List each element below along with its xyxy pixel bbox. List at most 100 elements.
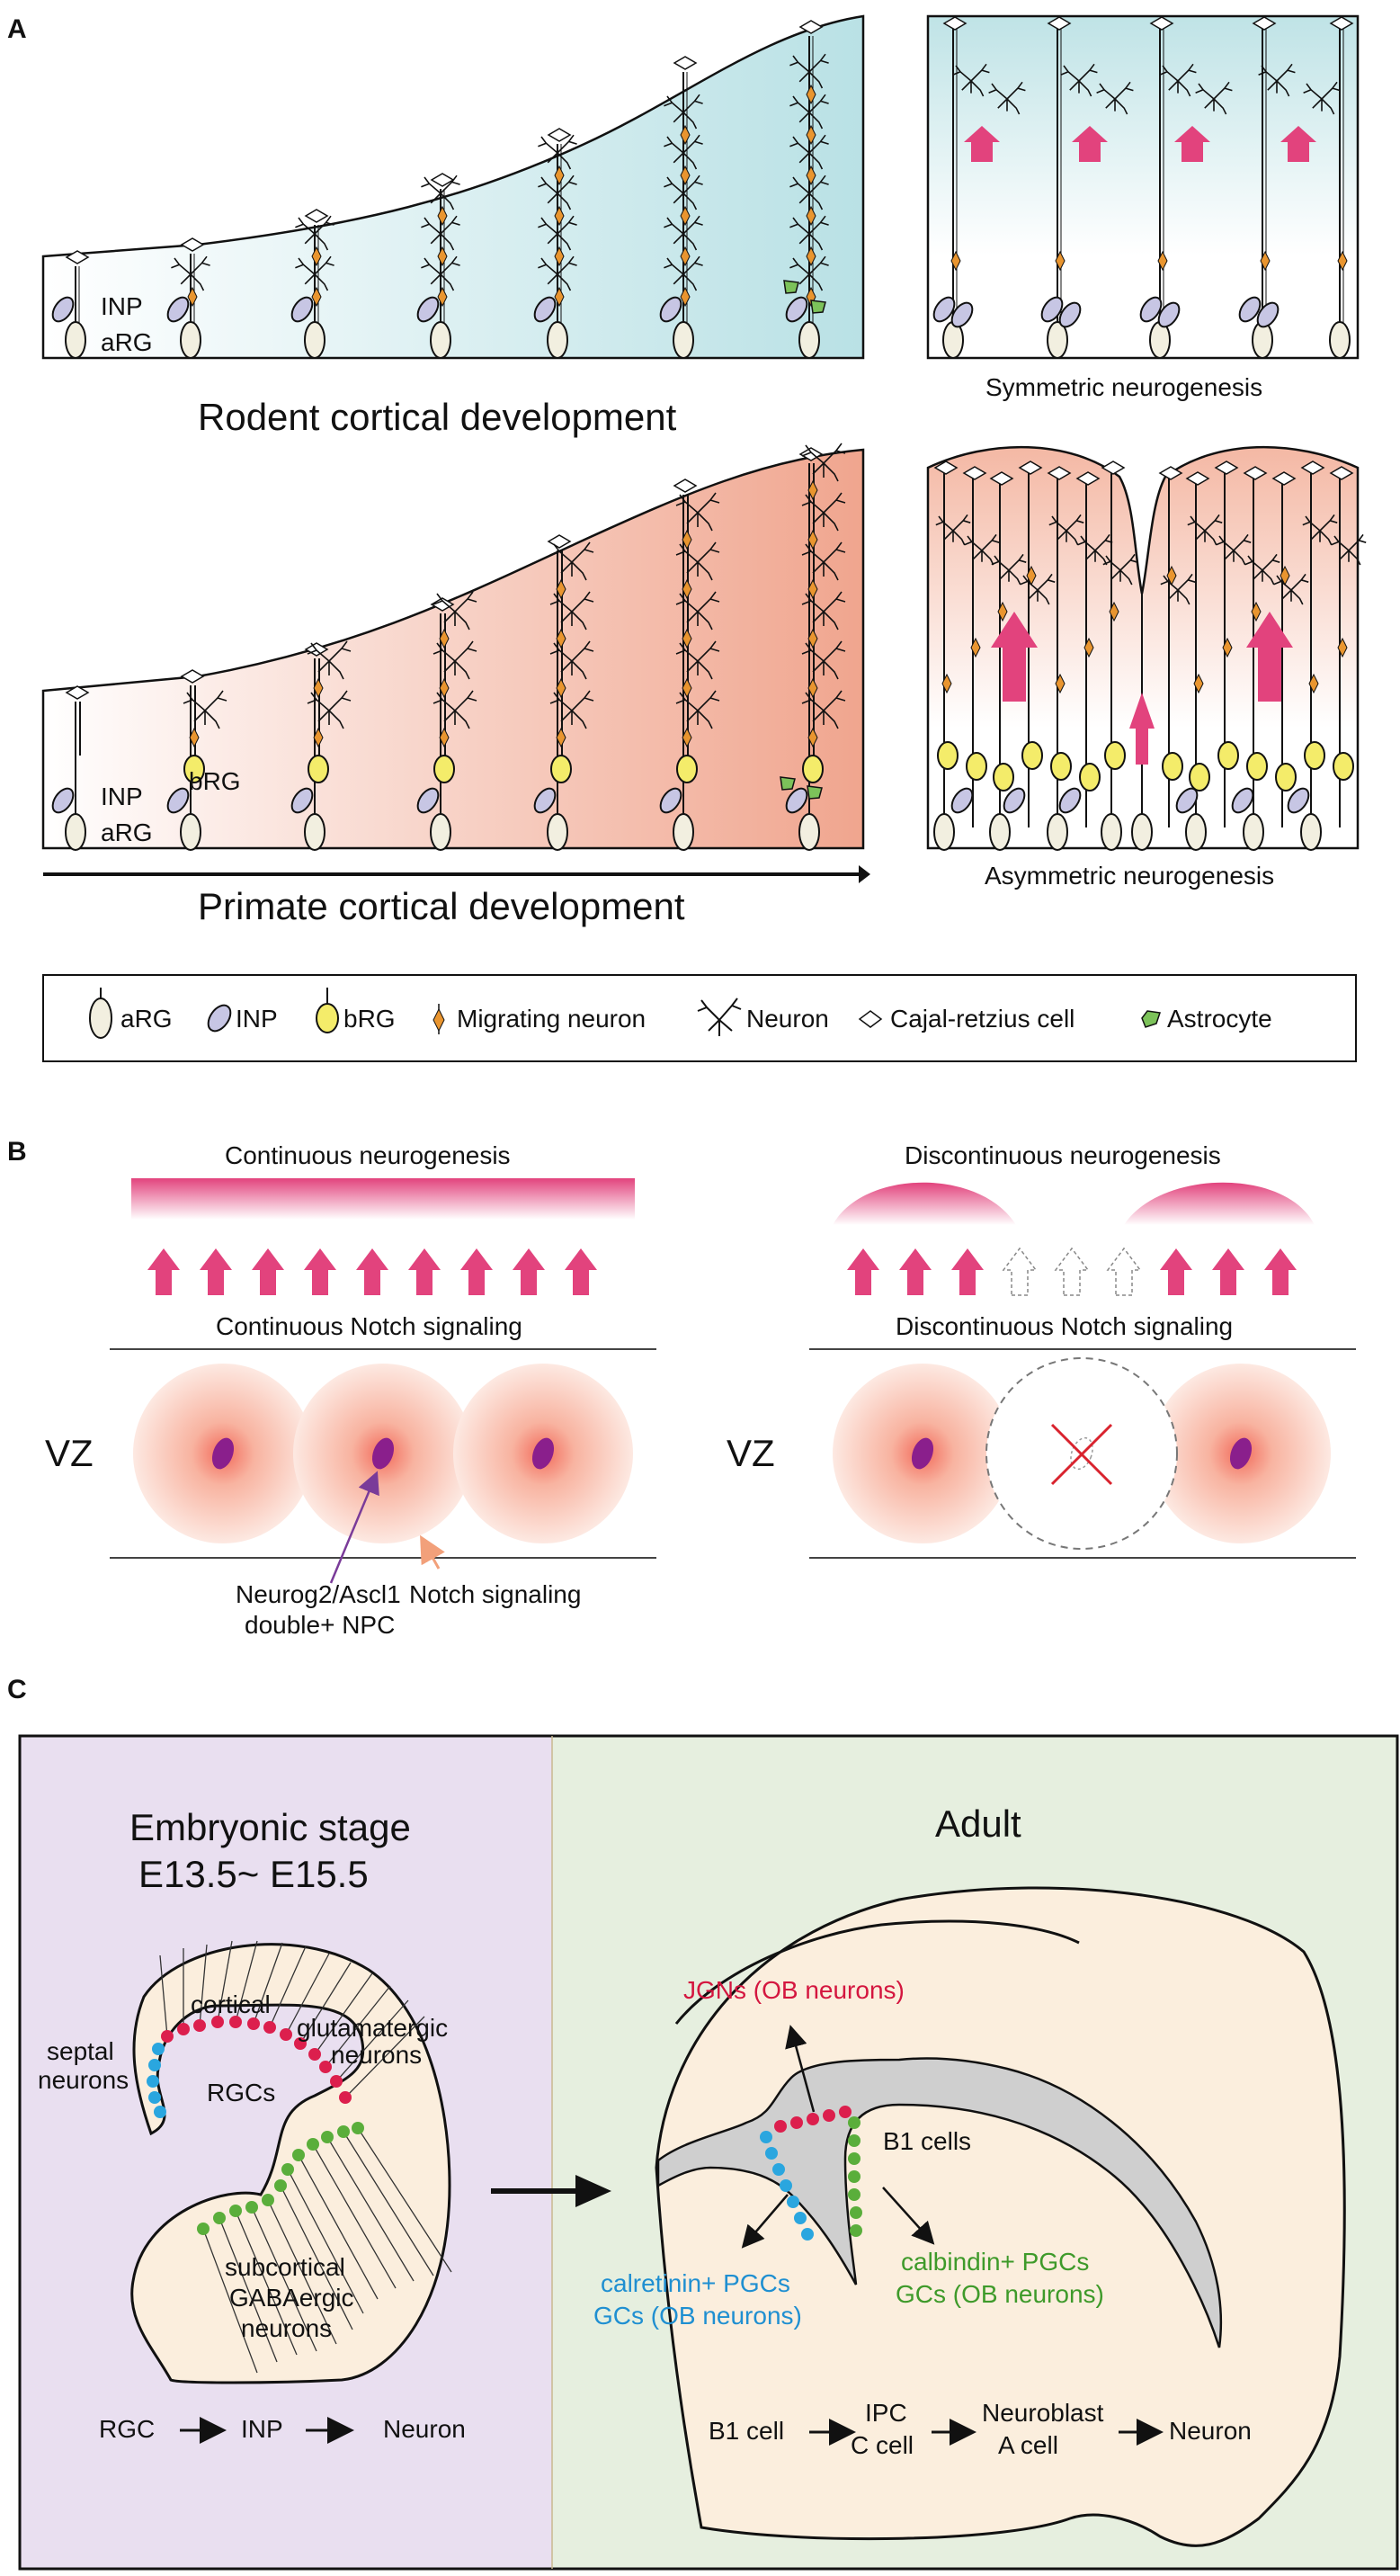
brg-cell [183, 755, 205, 783]
neuron [1159, 63, 1197, 97]
calretinin-arrow [741, 2194, 789, 2249]
neuron [1096, 81, 1134, 115]
cajal-retzius-cell [1018, 461, 1043, 475]
npc-4 [911, 1437, 934, 1470]
neuron [952, 63, 990, 97]
npc-pointer [329, 1471, 379, 1584]
inp-cell [950, 301, 974, 328]
migrating-neuron [554, 205, 565, 227]
neuron [538, 134, 577, 170]
b1-green-cell [848, 2152, 861, 2165]
inp-cell [1231, 787, 1254, 814]
b1-green-cell [848, 2188, 861, 2201]
subcortical-progenitor [352, 2122, 364, 2134]
migrating-neuron-icon [432, 1004, 445, 1034]
neuron [801, 591, 846, 631]
inp-cell [1238, 296, 1262, 323]
cajal-retzius-cell [1185, 471, 1210, 486]
npc-1 [211, 1437, 235, 1470]
migrating-neuron [556, 578, 566, 600]
panel-label-b: B [7, 1137, 27, 1167]
neuron [538, 255, 577, 291]
inp-cell [1139, 296, 1163, 323]
inp-cell [785, 787, 808, 814]
b1-green-cell [848, 2170, 861, 2183]
cajal-retzius-cell [673, 56, 698, 70]
arg-cell [547, 321, 568, 359]
cajal-retzius-cell [1149, 16, 1174, 31]
astrocyte [780, 776, 796, 791]
pink-up-arrow [252, 1248, 284, 1295]
radial-fiber [269, 1945, 307, 2028]
neuron [675, 690, 720, 729]
inp-cell [932, 296, 956, 323]
embryonic-progenitor-dots [147, 2016, 364, 2235]
b1-green-cell [848, 2116, 861, 2129]
migrating-neuron [807, 628, 818, 649]
subcortical-neurons-label: neurons [241, 2314, 332, 2342]
rodent-arg-label: aRG [101, 328, 153, 356]
migrating-neuron [806, 165, 816, 186]
radial-fiber [299, 1962, 352, 2044]
discontinuous-arrows [847, 1247, 1297, 1296]
vz-label-right: VZ [727, 1432, 775, 1474]
astrocyte-icon [1141, 1010, 1161, 1028]
arg-cell [547, 813, 568, 851]
migrating-neuron [806, 84, 816, 105]
inp-cell [290, 787, 314, 814]
neuron [789, 174, 829, 210]
subcortical-progenitor [292, 2149, 305, 2161]
migrating-neuron [806, 246, 816, 267]
neuron [432, 640, 477, 680]
rodent-tissue [41, 14, 865, 360]
migrating-neuron [807, 677, 818, 699]
embryonic-radial-fibers [159, 1940, 452, 2374]
neuron [549, 640, 594, 680]
flow-adult-neuron: Neuron [1169, 2417, 1252, 2445]
septal-progenitor [148, 2091, 161, 2104]
calbindin-label-line2: GCs (OB neurons) [896, 2280, 1104, 2308]
notch-pointer [420, 1534, 445, 1570]
neuron [789, 255, 829, 291]
pink-up-arrow [991, 612, 1038, 702]
arg-cell [1101, 813, 1122, 851]
brg-cell [1189, 763, 1210, 792]
septal-neurons-label: neurons [38, 2066, 129, 2094]
cortical-progenitor [319, 2061, 332, 2073]
migrating-neuron [680, 205, 691, 227]
radial-fiber [312, 2143, 397, 2289]
brg-cell [1050, 752, 1072, 781]
migrating-neuron [554, 286, 565, 308]
neuron [549, 591, 594, 631]
brg-cell [937, 741, 959, 770]
flow-adult-b1: B1 cell [709, 2417, 784, 2445]
pink-up-arrow [1129, 693, 1155, 765]
neuron [307, 640, 352, 680]
embryonic-title-line2: E13.5~ E15.5 [138, 1853, 369, 1895]
glutamatergic-label: glutamatergic [297, 2014, 448, 2042]
arg-cell [933, 813, 955, 851]
radial-fiber [235, 2210, 298, 2356]
neuron [675, 591, 720, 631]
migrating-neuron [682, 628, 692, 649]
arg-cell [1300, 813, 1322, 851]
pink-up-arrow [1246, 612, 1293, 702]
migrating-neuron [1083, 637, 1094, 658]
vz-label-left: VZ [45, 1432, 94, 1474]
primate-tissue [41, 448, 865, 850]
neuron [801, 443, 846, 482]
cajal-retzius-cell [798, 20, 824, 34]
inp-cell [1003, 787, 1026, 814]
pink-up-arrow [147, 1248, 180, 1295]
neuron [935, 514, 971, 546]
ghost-up-arrow [1106, 1247, 1142, 1296]
continuous-arrows [147, 1248, 597, 1295]
cajal-retzius-cell [547, 128, 572, 142]
neuron [432, 690, 477, 729]
cross-icon [1050, 1423, 1113, 1486]
migrating-neuron [189, 727, 200, 748]
flow-embryo-neuron: Neuron [383, 2415, 466, 2443]
arg-cell [430, 321, 451, 359]
arg-cell [180, 813, 201, 851]
neuron [1216, 533, 1252, 566]
